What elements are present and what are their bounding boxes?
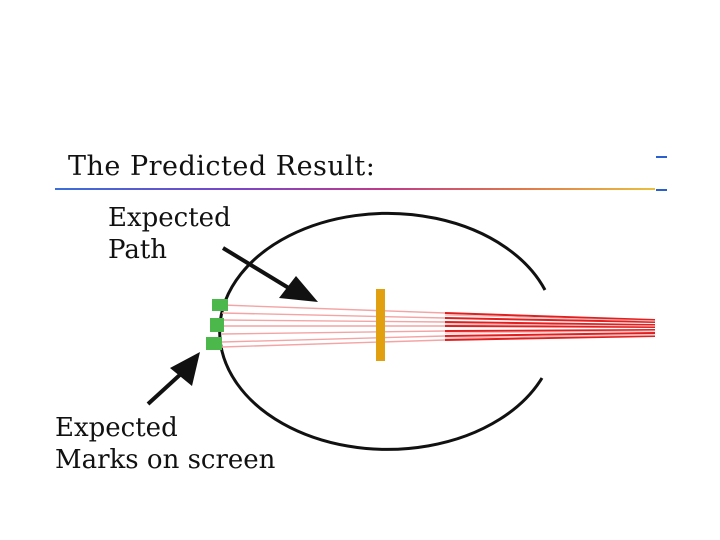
expected-beam-lines	[221, 304, 446, 348]
expected-path-label-line1: Expected	[108, 203, 231, 233]
title-underline	[55, 188, 655, 190]
slit-plate	[376, 289, 385, 361]
edge-mark	[656, 189, 667, 191]
expected-path-label: Expected Path	[108, 202, 231, 266]
arrow-icon	[221, 246, 318, 302]
incoming-beam	[444, 312, 656, 341]
expected-screen-marks	[206, 299, 228, 350]
expected-marks-label-line1: Expected	[55, 413, 178, 443]
expected-marks-label-line2: Marks on screen	[55, 445, 276, 475]
edge-mark	[656, 156, 667, 158]
incoming-beam-halo	[444, 314, 656, 339]
page-title: The Predicted Result:	[68, 151, 376, 182]
expected-path-label-line2: Path	[108, 235, 168, 265]
arrow-icon	[146, 352, 200, 406]
expected-marks-label: Expected Marks on screen	[55, 412, 275, 476]
